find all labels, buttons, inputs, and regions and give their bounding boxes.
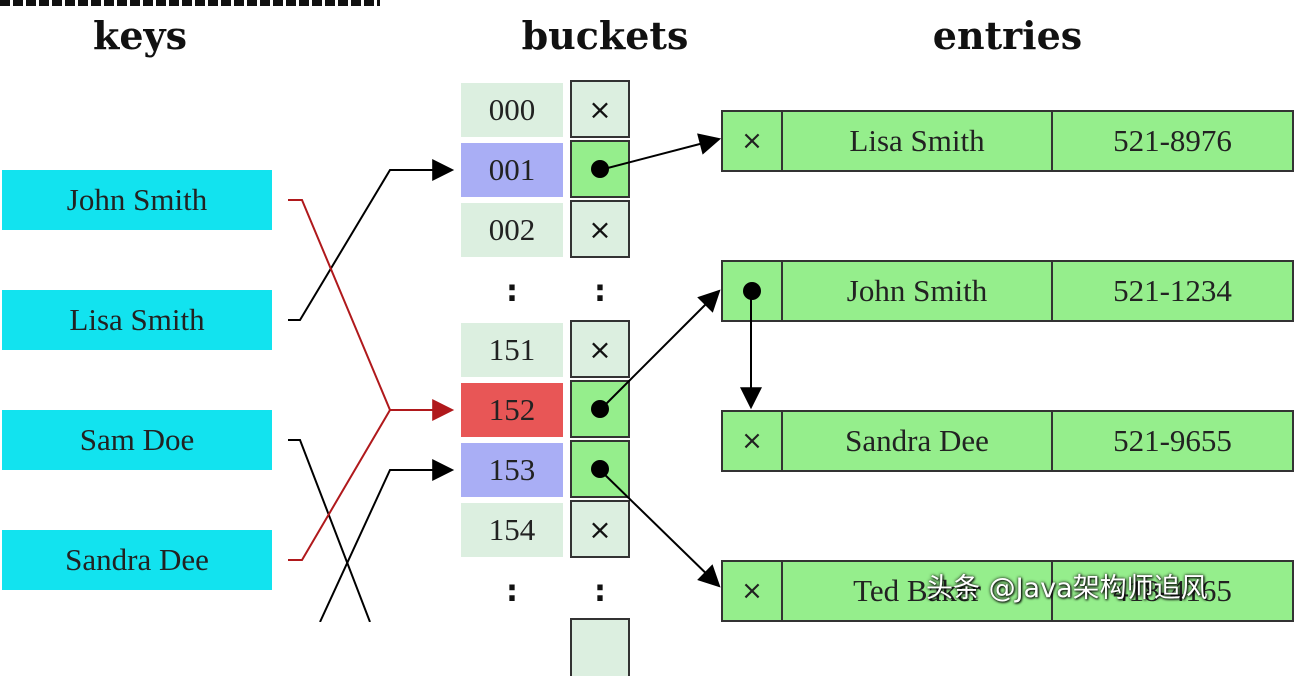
null-pointer-icon: × bbox=[588, 332, 612, 366]
arrow-tedbaker-to-153 bbox=[319, 459, 455, 622]
index-ellipsis: : bbox=[506, 274, 518, 309]
null-pointer-icon: × bbox=[723, 562, 783, 620]
bucket-cell-002: × bbox=[570, 200, 630, 258]
entries-heading: entries bbox=[932, 13, 1083, 58]
entry-john-smith: John Smith 521-1234 bbox=[721, 260, 1294, 322]
arrow-lisa-to-001 bbox=[288, 159, 455, 321]
watermark-text: 头条 @Java架构师追风 bbox=[926, 573, 1208, 604]
null-pointer-icon: × bbox=[588, 92, 612, 126]
null-pointer-icon: × bbox=[723, 412, 783, 470]
bucket-index-152: 152 bbox=[461, 383, 563, 437]
bucket-index-000: 000 bbox=[461, 83, 563, 137]
arrow-001-to-lisa bbox=[599, 133, 722, 171]
entry-sandra-dee: × Sandra Dee 521-9655 bbox=[721, 410, 1294, 472]
bucket-cell-cropped bbox=[570, 618, 630, 676]
entry-name: Sandra Dee bbox=[783, 412, 1053, 470]
arrow-152-to-john bbox=[599, 289, 721, 411]
index-ellipsis-lower: : bbox=[506, 574, 518, 609]
entry-name: Ted Baker bbox=[783, 562, 1053, 620]
entry-ted-baker: × Ted Baker 418-4165 bbox=[721, 560, 1294, 622]
arrow-samdoe-to-153 bbox=[288, 439, 371, 622]
arrow-sandra-to-152 bbox=[288, 409, 391, 561]
null-pointer-icon: × bbox=[723, 112, 783, 170]
null-pointer-icon: × bbox=[588, 512, 612, 546]
null-pointer-icon: × bbox=[588, 212, 612, 246]
bucket-index-154: 154 bbox=[461, 503, 563, 557]
arrow-john-to-152 bbox=[288, 199, 455, 421]
cropped-caption-strip bbox=[0, 0, 380, 6]
cell-ellipsis: : bbox=[594, 274, 606, 309]
entry-lisa-smith: × Lisa Smith 521-8976 bbox=[721, 110, 1294, 172]
key-sam-doe: Sam Doe bbox=[2, 410, 272, 470]
bucket-index-001: 001 bbox=[461, 143, 563, 197]
bucket-cell-151: × bbox=[570, 320, 630, 378]
bucket-cell-154: × bbox=[570, 500, 630, 558]
entry-phone: 521-9655 bbox=[1113, 423, 1232, 458]
bucket-index-151: 151 bbox=[461, 323, 563, 377]
arrow-153-to-ted bbox=[599, 469, 721, 588]
bucket-index-153: 153 bbox=[461, 443, 563, 497]
bucket-index-002: 002 bbox=[461, 203, 563, 257]
entry-name: John Smith bbox=[783, 262, 1053, 320]
entry-phone: 521-1234 bbox=[1113, 273, 1232, 308]
entry-name: Lisa Smith bbox=[783, 112, 1053, 170]
key-john-smith: John Smith bbox=[2, 170, 272, 230]
keys-heading: keys bbox=[93, 13, 187, 58]
key-sandra-dee: Sandra Dee bbox=[2, 530, 272, 590]
bucket-cell-000: × bbox=[570, 80, 630, 138]
entry-phone: 521-8976 bbox=[1113, 123, 1232, 158]
cell-ellipsis-lower: : bbox=[594, 574, 606, 609]
connector-arrows bbox=[288, 133, 762, 622]
entry-phone: 418-4165 bbox=[1113, 573, 1232, 608]
key-lisa-smith: Lisa Smith bbox=[2, 290, 272, 350]
buckets-heading: buckets bbox=[521, 13, 689, 58]
